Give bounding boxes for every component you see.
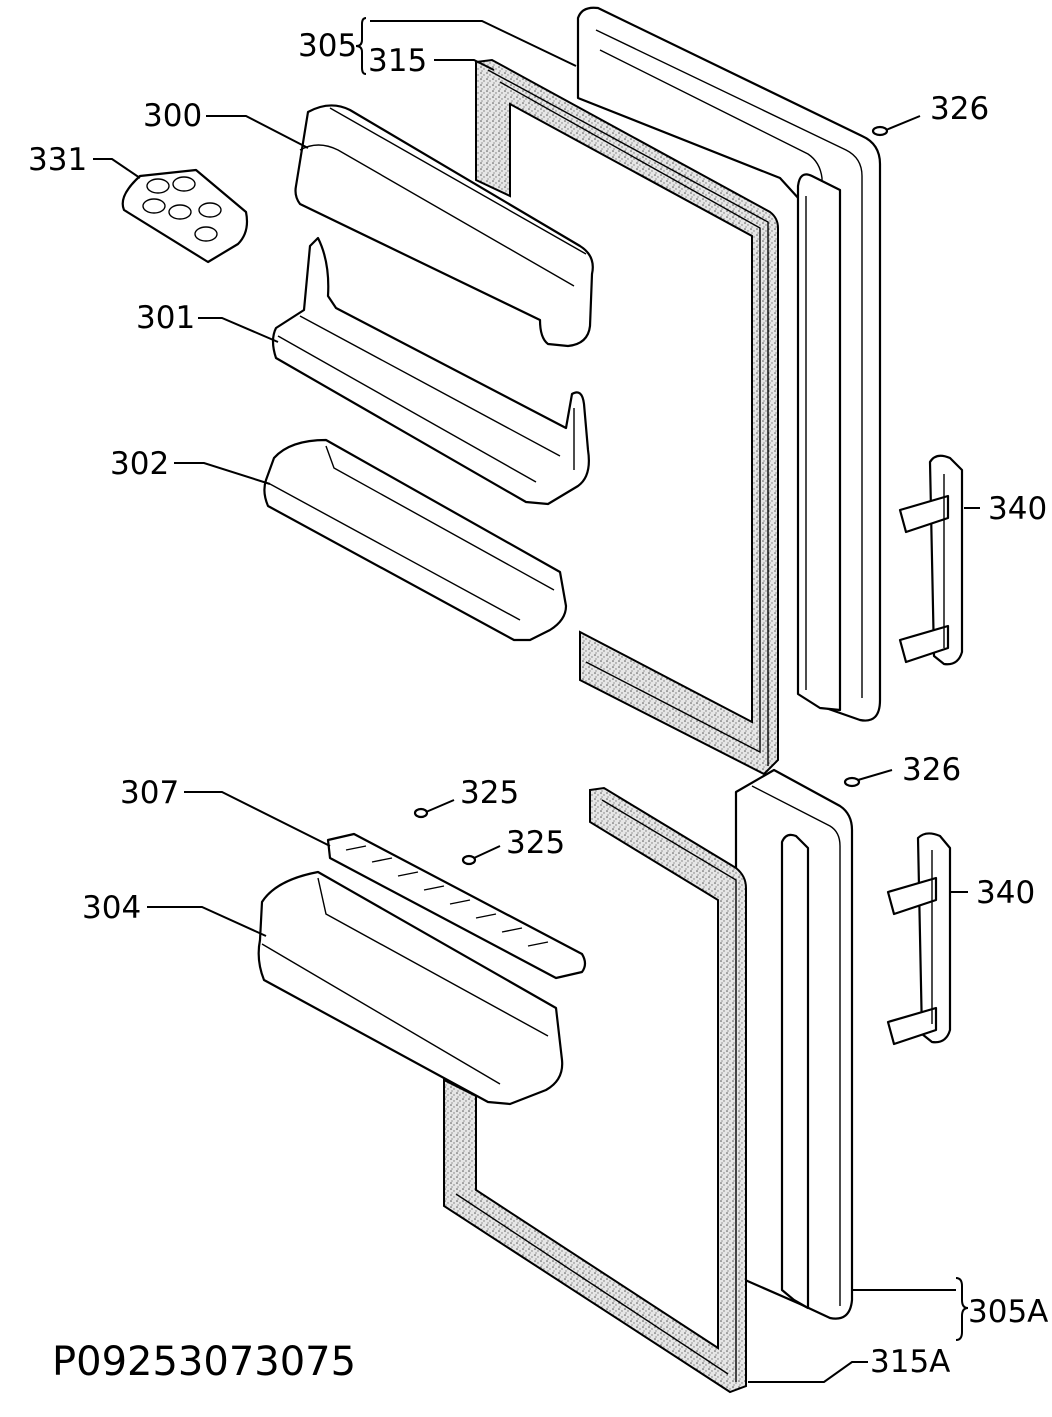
drawing-code: P09253073075 xyxy=(52,1339,356,1385)
lower-door-gasket xyxy=(443,786,747,1394)
screw-325-upper xyxy=(413,807,429,819)
part-302-door-bottle-rack xyxy=(263,438,568,642)
label-325-lower: 325 xyxy=(506,825,565,861)
part-340-lower-door-hinge xyxy=(886,832,952,1046)
lower-door-panel xyxy=(734,768,854,1320)
screw-325-lower xyxy=(461,854,477,866)
label-315a: 315A xyxy=(870,1344,950,1380)
part-307-door-rack xyxy=(326,832,587,980)
label-305a: 305A xyxy=(968,1294,1048,1330)
label-340-lower: 340 xyxy=(976,875,1035,911)
part-301-door-shelf xyxy=(271,236,590,506)
label-326-lower: 326 xyxy=(902,752,961,788)
label-315: 315 xyxy=(368,43,427,79)
part-300-dairy-compartment-lid xyxy=(294,104,594,348)
label-307: 307 xyxy=(120,775,179,811)
label-305: 305 xyxy=(298,28,357,64)
label-301: 301 xyxy=(136,300,195,336)
label-340-upper: 340 xyxy=(988,491,1047,527)
part-340-upper-door-hinge xyxy=(898,454,964,666)
screw-326-lower xyxy=(843,776,861,788)
label-304: 304 xyxy=(82,890,141,926)
upper-door-panel xyxy=(576,6,882,722)
label-326-upper: 326 xyxy=(930,91,989,127)
part-304-lower-bottle-rack xyxy=(257,870,564,1106)
screw-326-upper xyxy=(871,125,889,137)
leader-lines xyxy=(93,17,980,1383)
upper-door-gasket xyxy=(475,58,779,776)
label-302: 302 xyxy=(110,446,169,482)
label-331: 331 xyxy=(28,142,87,178)
label-300: 300 xyxy=(143,98,202,134)
label-325-upper: 325 xyxy=(460,775,519,811)
part-331-egg-tray xyxy=(121,168,249,264)
